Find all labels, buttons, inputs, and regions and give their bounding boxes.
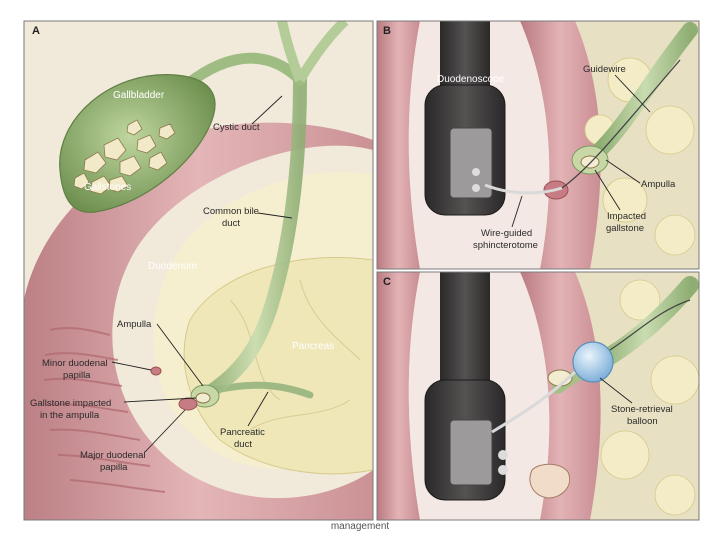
minor-papilla [150, 366, 162, 376]
label-major-papilla-1: Major duodenal [80, 450, 146, 461]
label-impacted-b-2: gallstone [606, 223, 644, 234]
gallstones [73, 119, 176, 195]
label-gallbladder: Gallbladder [113, 90, 165, 101]
label-duodenoscope: Duodenoscope [437, 74, 505, 85]
panel-b: B Duodenoscope Guidewire Ampulla Impacte… [377, 21, 699, 269]
label-minor-papilla-2: papilla [63, 370, 91, 381]
label-pancreatic-duct-2: duct [234, 439, 252, 450]
label-duodenum: Duodenum [148, 261, 197, 272]
impacted-gallstone-b [580, 155, 600, 169]
caption: management [330, 521, 390, 532]
pancreas [183, 257, 373, 475]
label-guidewire: Guidewire [583, 64, 626, 75]
label-gallstones: Gallstones [84, 182, 131, 193]
duodenoscope-c [440, 272, 490, 382]
common-bile-duct [203, 73, 307, 399]
label-sphincterotome-2: sphincterotome [473, 240, 538, 251]
duodenal-folds [43, 326, 166, 493]
label-common-bile-duct-2: duct [222, 218, 240, 229]
label-sphincterotome-1: Wire-guided [481, 228, 532, 239]
sphincterotome [484, 183, 563, 195]
major-papilla [178, 397, 198, 411]
balloon-catheter [491, 370, 577, 434]
label-ampulla-b: Ampulla [641, 179, 676, 190]
label-ampulla: Ampulla [117, 319, 152, 330]
bile-duct-b [592, 22, 698, 158]
duodenum [24, 122, 373, 520]
label-impacted-1: Gallstone impacted [30, 398, 111, 409]
label-pancreas: Pancreas [292, 341, 334, 352]
stone-retrieval-balloon [572, 341, 614, 383]
label-common-bile-duct-1: Common bile [203, 206, 259, 217]
duodenoscope [440, 21, 490, 91]
label-minor-papilla-1: Minor duodenal [42, 358, 108, 369]
label-balloon-1: Stone-retrieval [611, 404, 673, 415]
panel-b-letter: B [383, 25, 391, 37]
label-impacted-b-1: Impacted [607, 211, 646, 222]
label-cystic-duct: Cystic duct [213, 122, 260, 133]
guidewire [561, 59, 681, 189]
panel-c: C Stone-retrieval balloon [377, 272, 699, 520]
label-pancreatic-duct-1: Pancreatic [220, 427, 265, 438]
extracted-stone [529, 463, 570, 499]
label-balloon-2: balloon [627, 416, 658, 427]
impacted-gallstone [195, 392, 211, 404]
panel-a-letter: A [32, 25, 40, 37]
label-impacted-2: in the ampulla [40, 410, 100, 421]
label-major-papilla-2: papilla [100, 462, 128, 473]
panel-a: A Gallbladder Gallstones Cystic duct Com… [24, 21, 373, 520]
panel-c-letter: C [383, 276, 391, 288]
